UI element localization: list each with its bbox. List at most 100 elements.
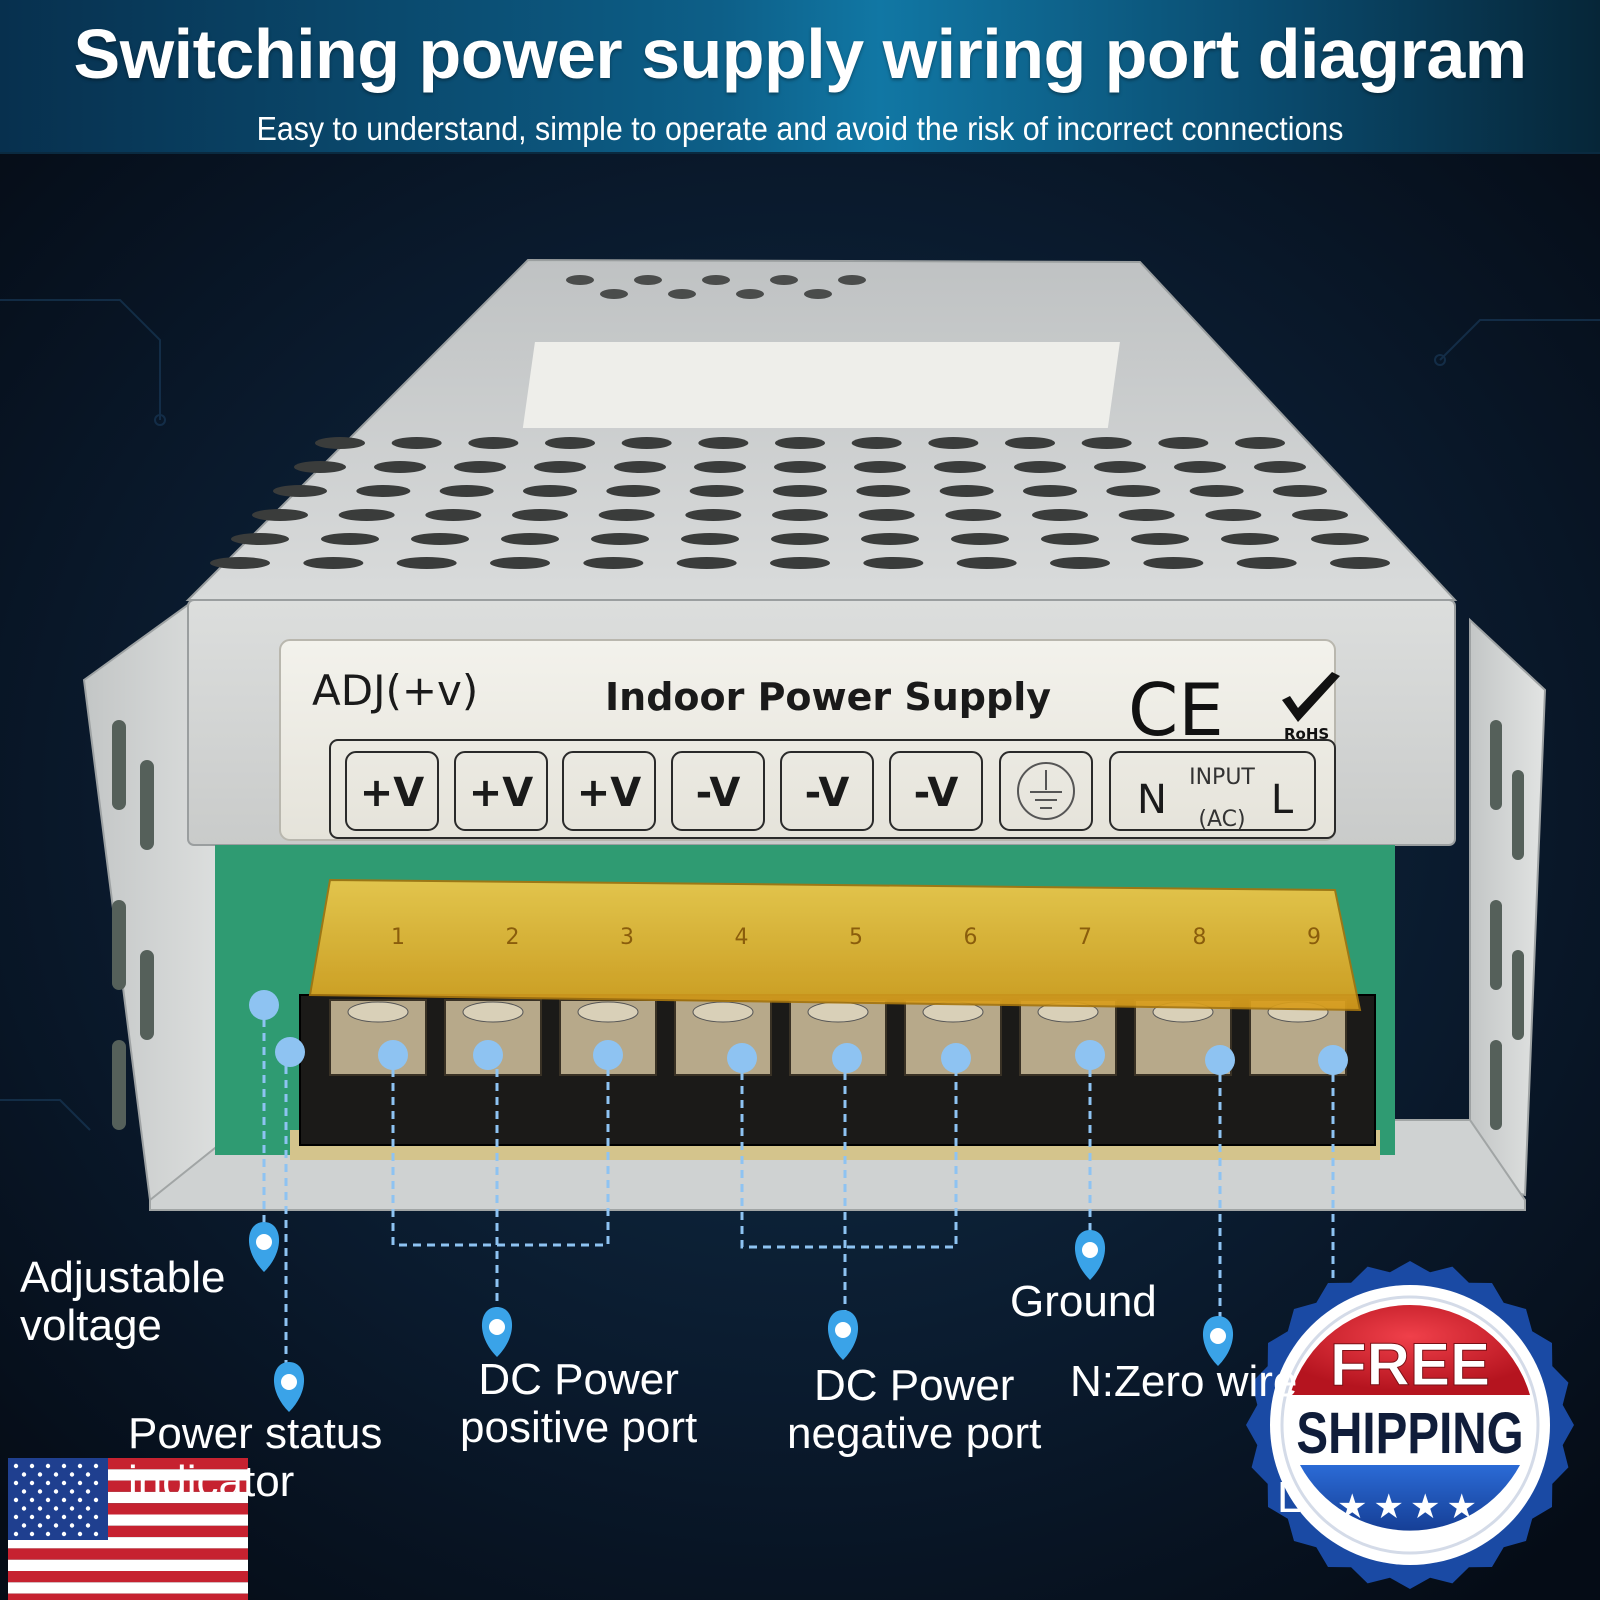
device-left-vents — [112, 720, 154, 1130]
terminal-block-cover — [308, 878, 1362, 1012]
top-vent-hole — [774, 461, 826, 473]
rohs-mark: RoHS — [1284, 725, 1329, 743]
top-vent-hole — [770, 557, 830, 569]
badge-line2: SHIPPING — [1296, 1402, 1523, 1467]
top-vent-hole — [689, 485, 744, 497]
top-vent-hole — [838, 275, 866, 285]
top-vent-hole — [934, 461, 986, 473]
location-pin-center — [1082, 1242, 1098, 1258]
top-vent-hole — [861, 533, 919, 545]
input-ac-label: (AC) — [1198, 807, 1245, 832]
top-vent-hole — [1189, 485, 1244, 497]
input-label: INPUT — [1189, 765, 1255, 790]
terminal-label: -V — [696, 770, 741, 816]
top-vent-hole — [856, 485, 911, 497]
top-vent-hole — [1081, 437, 1132, 449]
terminal-label-box — [889, 751, 983, 831]
badge-line1: FREE — [1330, 1331, 1490, 1398]
connector-dot — [832, 1043, 862, 1073]
side-vent-slot — [140, 760, 154, 850]
top-vent-hole — [945, 509, 1002, 521]
side-vent-slot — [1490, 1040, 1502, 1130]
terminal-screw — [462, 1001, 524, 1023]
top-vent-hole — [411, 533, 469, 545]
terminal-label: -V — [914, 770, 959, 816]
terminal-label-box — [999, 751, 1093, 831]
top-vent-hole — [694, 461, 746, 473]
device-top-spec-label — [522, 342, 1120, 428]
terminal-label-box — [345, 751, 439, 831]
top-vent-hole — [210, 557, 270, 569]
terminal-number: 7 — [1078, 925, 1092, 950]
device-right-vents — [1490, 720, 1524, 1130]
connector-line — [391, 1055, 610, 1247]
top-vent-hole — [591, 533, 649, 545]
top-vent-hole — [1143, 557, 1204, 569]
top-vent-hole — [1330, 557, 1390, 569]
terminal-label-box-input — [1109, 751, 1316, 831]
label-ground: Ground — [1010, 1277, 1157, 1326]
ground-symbol-icon — [1017, 762, 1075, 820]
side-vent-slot — [112, 1040, 126, 1130]
terminal-number: 9 — [1307, 925, 1321, 950]
top-vent-hole — [928, 437, 979, 449]
location-pin-center — [489, 1319, 505, 1335]
top-vent-hole — [1050, 557, 1110, 569]
top-vent-hole — [1236, 557, 1297, 569]
label-adjustable-voltage: Adjustable voltage — [20, 1253, 226, 1350]
terminal-number: 1 — [391, 925, 405, 950]
top-vent-hole — [773, 485, 827, 497]
top-vent-hole — [668, 289, 696, 299]
top-vent-hole — [490, 557, 550, 569]
terminal-label: -V — [805, 770, 850, 816]
top-vent-hole — [614, 461, 666, 473]
top-vent-hole — [583, 557, 644, 569]
terminal-number: 5 — [849, 925, 863, 950]
top-vent-hole — [1174, 461, 1226, 473]
top-vent-hole — [545, 437, 595, 449]
terminal-label-box — [454, 751, 548, 831]
top-vent-hole — [534, 461, 586, 473]
top-vent-hole — [1041, 533, 1099, 545]
callout-pins — [248, 1222, 1234, 1412]
top-vent-hole — [698, 437, 749, 449]
terminal-number: 8 — [1193, 925, 1207, 950]
top-vent-hole — [772, 509, 828, 521]
top-vent-hole — [1221, 533, 1279, 545]
label-power-status: Power status indicator — [128, 1409, 383, 1506]
top-vent-hole — [1014, 461, 1066, 473]
terminal-label: +V — [469, 770, 534, 816]
terminal-label: N — [1137, 777, 1167, 823]
terminal-number: 6 — [964, 925, 978, 950]
terminal-label: +V — [360, 770, 425, 816]
top-vent-hole — [1254, 461, 1306, 473]
top-vent-hole — [1106, 485, 1161, 497]
side-vent-slot — [1512, 950, 1524, 1040]
terminal-label: +V — [577, 770, 642, 816]
side-vent-slot — [1490, 720, 1502, 810]
top-vent-hole — [374, 461, 426, 473]
side-vent-slot — [1512, 770, 1524, 860]
top-vent-hole — [566, 275, 594, 285]
terminal-number: 3 — [620, 925, 634, 950]
terminal-screw — [577, 1001, 639, 1023]
terminal-label-box — [671, 751, 765, 831]
top-vent-hole — [685, 509, 742, 521]
top-vent-hole — [736, 289, 764, 299]
background-circuit-lines — [0, 299, 1600, 1131]
top-vent-hole — [854, 461, 906, 473]
top-vent-hole — [606, 485, 661, 497]
location-pin-center — [256, 1234, 272, 1250]
label-n-zero: N:Zero wire — [1070, 1357, 1298, 1406]
label-dc-positive: DC Power positive port — [460, 1355, 698, 1452]
terminal-number: 2 — [506, 925, 520, 950]
top-vent-hole — [676, 557, 737, 569]
page-subtitle: Easy to understand, simple to operate an… — [256, 110, 1344, 147]
top-vent-hole — [315, 437, 365, 449]
top-vent-hole — [425, 509, 482, 521]
top-vent-hole — [1118, 509, 1175, 521]
terminal-screw — [347, 1001, 409, 1023]
top-vent-hole — [273, 485, 327, 497]
top-vent-hole — [1273, 485, 1327, 497]
